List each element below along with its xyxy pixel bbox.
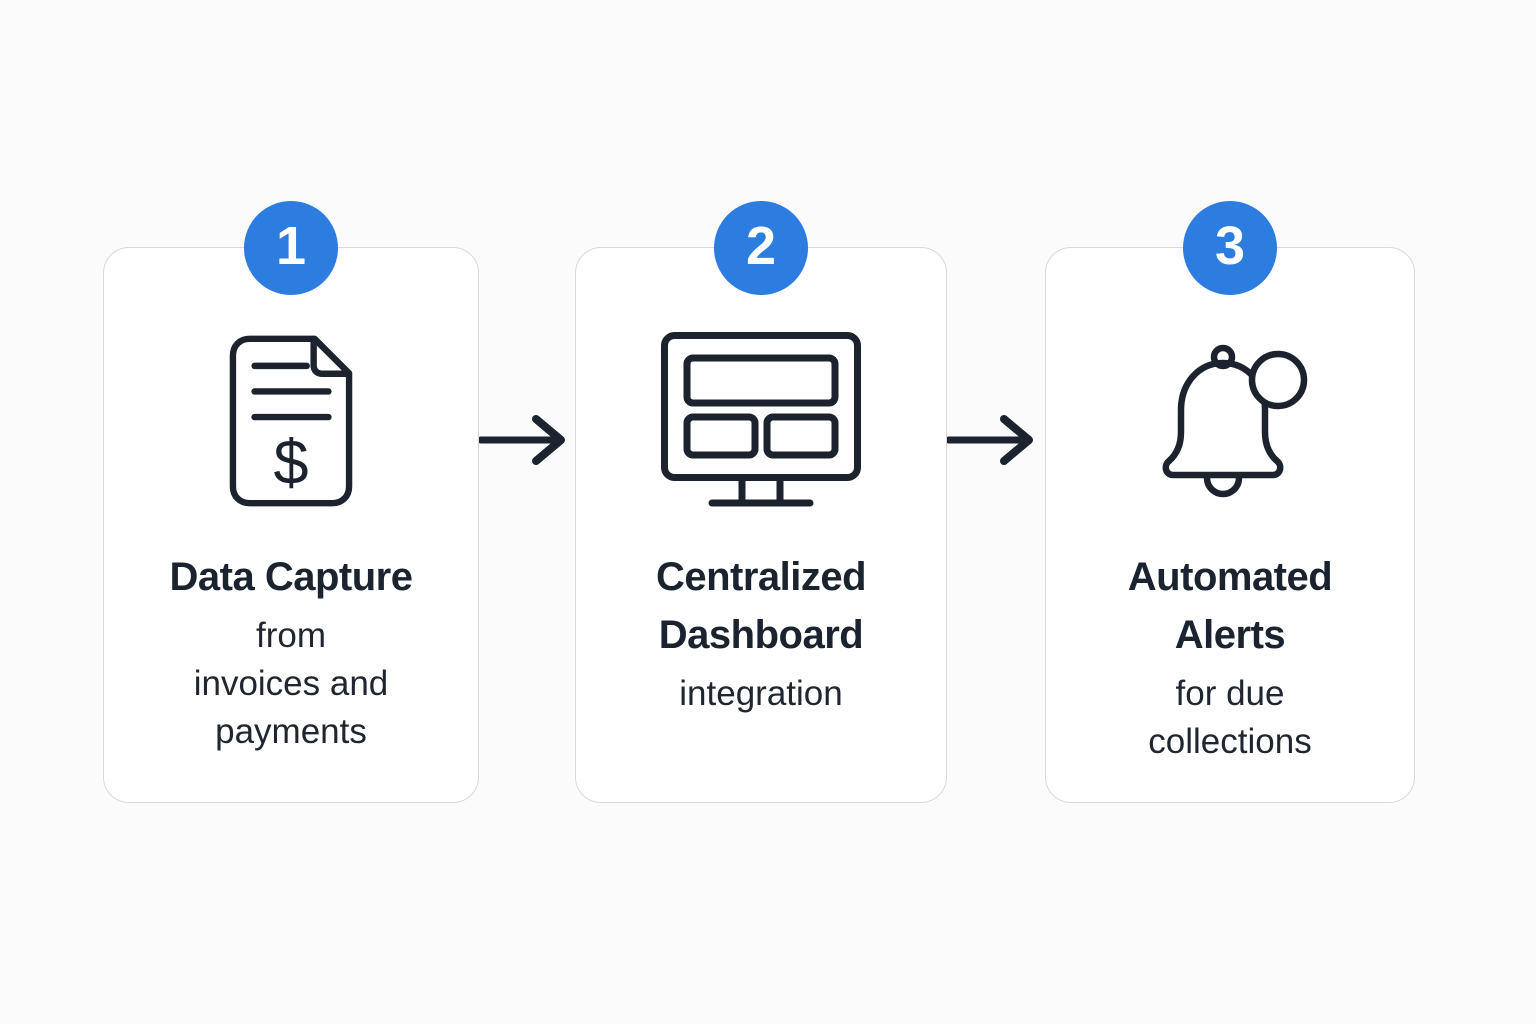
step-title: Centralized Dashboard [655,555,867,657]
dashboard-monitor-icon [661,332,861,507]
bell-body [1162,359,1284,479]
monitor-frame [661,332,861,481]
step-subtitle: for due collections [1148,674,1312,761]
step-number: 2 [745,216,777,276]
step-title: Automated Alerts [1127,555,1333,657]
step-number: 3 [1214,216,1246,276]
step-number-badge-2: 2 [714,201,808,295]
monitor-stand [738,475,784,504]
notification-dot [1248,350,1308,410]
step-subtitle: from invoices and payments [193,616,389,751]
bell-clapper [1203,474,1243,498]
alert-bell-icon [1162,344,1308,498]
step-icon-wrap [576,326,946,516]
dashboard-panel-top [683,354,839,407]
step-number-badge-3: 3 [1183,201,1277,295]
step-number: 1 [275,216,307,276]
arrow-right-icon [947,415,1033,465]
step-title: Data Capture [169,555,413,599]
invoice-document-icon: $ [229,335,353,507]
dashboard-panel-left [683,413,759,459]
step-subtitle: integration [679,674,843,713]
step-text: Automated Alerts for due collections [1064,548,1396,766]
step-text: Data Capture from invoices and payments [122,548,460,756]
step-text: Centralized Dashboard integration [594,548,928,718]
step-number-badge-1: 1 [244,201,338,295]
step-card-1: 1 $ Data Capture from invoices and payme… [103,201,479,803]
dollar-sign-glyph: $ [273,428,308,498]
step-card-3: 3 Automated Alerts for due collections [1045,201,1415,803]
step-icon-wrap [1046,326,1414,516]
arrow-right-icon [479,415,565,465]
dashboard-panel-right [763,413,839,459]
step-icon-wrap: $ [104,326,478,516]
step-card-2: 2 Centralized Dashboard integration [575,201,947,803]
